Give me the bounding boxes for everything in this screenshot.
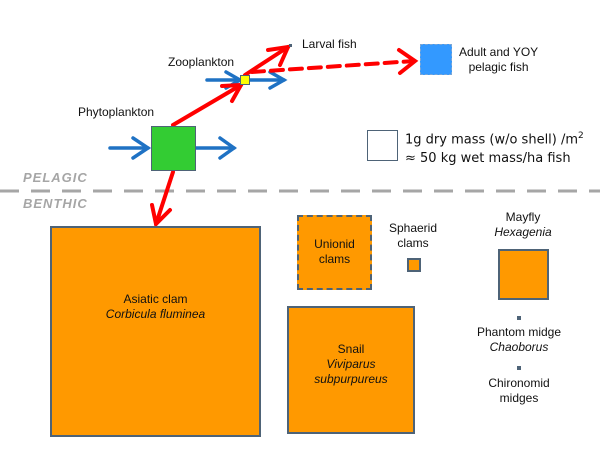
asiatic-clam-box: Asiatic clam Corbicula fluminea (50, 226, 261, 437)
unionid-clams-box: Unionid clams (297, 215, 372, 290)
adult-fish-label-line1: Adult and YOY (459, 45, 539, 59)
chironomid-label: Chironomid midges (488, 376, 550, 405)
mayfly-box (498, 249, 549, 300)
phyto-output-arrow (194, 136, 238, 160)
phyto-input-arrow (108, 136, 152, 160)
unionid-clams-label: Unionid clams (314, 237, 355, 266)
sphaerid-clams-box (407, 258, 421, 272)
phantom-midge-box (517, 316, 521, 320)
snail-label: Snail Viviparus subpurpureus (314, 342, 388, 386)
phytoplankton-label: Phytoplankton (78, 105, 155, 119)
legend-text: 1g dry mass (w/o shell) /m2 ≈ 50 kg wet … (405, 127, 584, 168)
asiatic-clam-scientific: Corbicula fluminea (105, 307, 206, 321)
zooplankton-box (240, 75, 250, 85)
phyto-to-zoo-arrow (171, 82, 245, 127)
asiatic-clam-label: Asiatic clam Corbicula fluminea (52, 292, 259, 322)
phytoplankton-box (151, 126, 196, 171)
adult-fish-label: Adult and YOY pelagic fish (459, 45, 538, 75)
zone-label-benthic: BENTHIC (23, 196, 88, 211)
zooplankton-label: Zooplankton (168, 55, 235, 69)
adult-fish-box (420, 44, 452, 75)
phantom-midge-label: Phantom midge Chaoborus (476, 325, 562, 354)
phyto-to-benthic-arrow (150, 170, 175, 229)
legend-line1: 1g dry mass (w/o shell) /m2 (405, 131, 584, 148)
sphaerid-clams-label: Sphaerid clams (388, 221, 438, 250)
legend-line2: ≈ 50 kg wet mass/ha fish (405, 151, 571, 167)
zone-label-pelagic: PELAGIC (23, 170, 88, 185)
mayfly-label: Mayfly Hexagenia (494, 210, 552, 239)
chironomid-box (517, 366, 521, 370)
larval-fish-box (289, 44, 292, 47)
asiatic-clam-common: Asiatic clam (123, 292, 188, 306)
adult-fish-label-line2: pelagic fish (468, 60, 529, 74)
snail-box: Snail Viviparus subpurpureus (287, 306, 415, 434)
zoo-to-adult-fish-arrow (250, 48, 419, 75)
larval-fish-label: Larval fish (302, 37, 357, 51)
legend-scale-box (367, 130, 398, 161)
zoo-output-arrow (248, 70, 288, 90)
